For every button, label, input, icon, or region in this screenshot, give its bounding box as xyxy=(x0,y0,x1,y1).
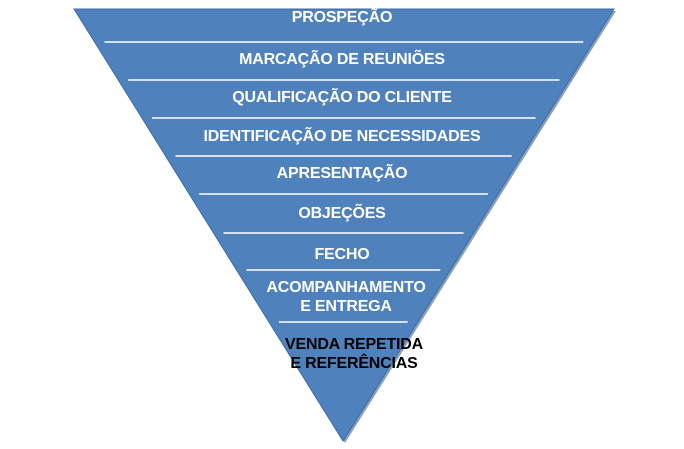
stage-prospecao: PROSPEÇÃO xyxy=(0,8,684,27)
stage-identificacao-de-necessidades: IDENTIFICAÇÃO DE NECESSIDADES xyxy=(0,127,684,146)
stage-separators xyxy=(104,41,584,323)
stage-objecoes: OBJEÇÕES xyxy=(0,204,684,223)
stage-label-text: FECHO xyxy=(314,246,370,263)
stage-label-text: E ENTREGA xyxy=(300,298,392,315)
stage-label-text: APRESENTAÇÃO xyxy=(276,165,408,182)
stage-label-text: QUALIFICAÇÃO DO CLIENTE xyxy=(232,89,452,106)
stage-acompanhamento-e-entrega: ACOMPANHAMENTO E ENTREGA xyxy=(4,278,684,316)
stage-label-text: OBJEÇÕES xyxy=(298,205,386,222)
stage-label-text: IDENTIFICAÇÃO DE NECESSIDADES xyxy=(203,128,481,145)
stage-apresentacao: APRESENTAÇÃO xyxy=(0,164,684,183)
stage-venda-repetida-e-referencias: VENDA REPETIDA E REFERÊNCIAS xyxy=(12,335,684,373)
stage-label-text: MARCAÇÃO DE REUNIÕES xyxy=(239,51,445,68)
stage-label-text: ACOMPANHAMENTO xyxy=(266,279,426,296)
stage-label-text: PROSPEÇÃO xyxy=(291,9,393,26)
funnel-triangle xyxy=(73,8,615,442)
stage-label-text: E REFERÊNCIAS xyxy=(290,355,418,372)
stage-qualificacao-do-cliente: QUALIFICAÇÃO DO CLIENTE xyxy=(0,88,684,107)
stage-fecho: FECHO xyxy=(0,245,684,264)
stage-marcacao-de-reunioes: MARCAÇÃO DE REUNIÕES xyxy=(0,50,684,69)
stage-label-text: VENDA REPETIDA xyxy=(285,336,423,353)
